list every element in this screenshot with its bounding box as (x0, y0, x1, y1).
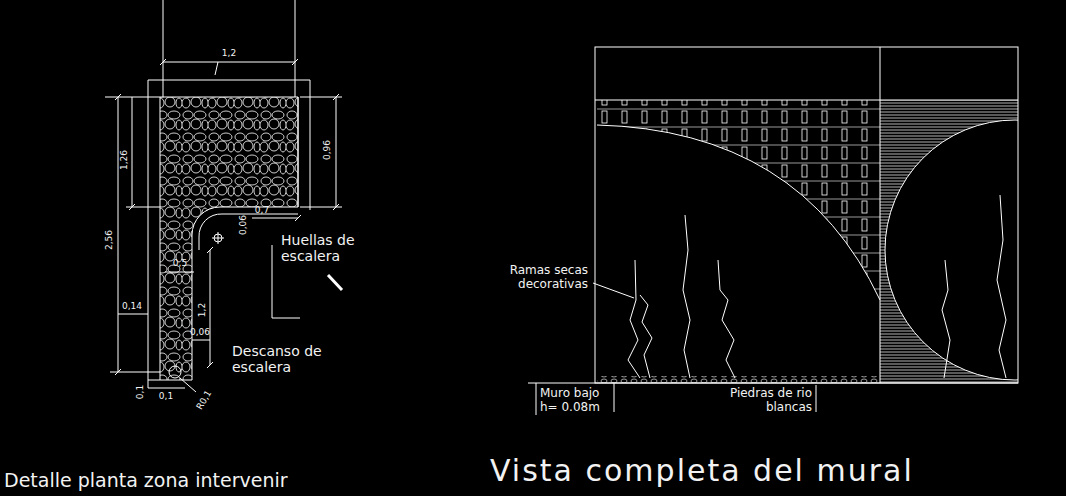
plan-detail (105, 0, 342, 392)
dimension: 0,06 (238, 215, 248, 235)
view-title: Detalle planta zona intervenir (4, 470, 288, 492)
view-title: Vista completa del mural (490, 454, 914, 489)
mural-elevation (528, 47, 1066, 415)
dimension: 1,2 (222, 48, 236, 58)
callout-note: Piedras de rio blancas (702, 387, 812, 415)
dimension: 2,56 (104, 230, 114, 250)
dimension: 0,06 (190, 327, 210, 337)
dimension: 0,1 (159, 391, 173, 401)
dimension: 1,2 (197, 303, 207, 317)
callout-note: Ramas secas decorativas (488, 264, 588, 292)
dimension: 0,1 (135, 385, 145, 399)
dimension: 0,7 (255, 205, 269, 215)
callout-note: Muro bajo h= 0.08m (540, 387, 612, 415)
callout-note: Descanso de escalera (232, 343, 324, 375)
dimension: 0,5 (173, 258, 187, 268)
dimension: 0,14 (122, 301, 142, 311)
dimension: 0,96 (322, 140, 332, 160)
dimension: 1,26 (119, 150, 129, 170)
dimension: R0,1 (194, 389, 213, 412)
callout-note: Huellas de escalera (281, 232, 377, 264)
